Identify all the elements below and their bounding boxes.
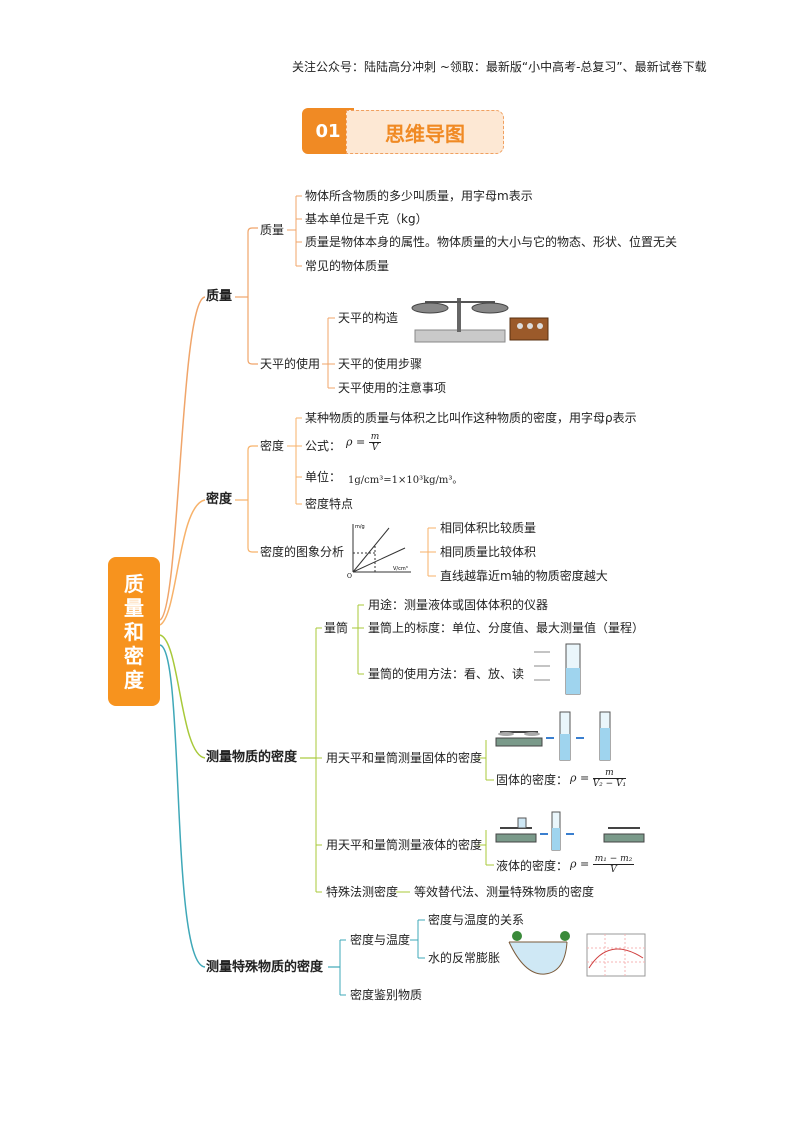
branch-density: 密度 bbox=[206, 492, 233, 507]
balance-illustration bbox=[411, 298, 549, 343]
temperature-item-2: 水的反常膨胀 bbox=[428, 951, 501, 965]
density-graph: m/g V/cm³ O bbox=[347, 524, 411, 580]
graph-xlabel: V/cm³ bbox=[393, 566, 408, 572]
node-solid: 用天平和量筒测量固体的密度 bbox=[326, 751, 483, 765]
balance-item-2: 天平的使用步骤 bbox=[338, 357, 423, 371]
liquid-formula-num: m₁ − m₂ bbox=[592, 854, 635, 865]
balance-item-3: 天平使用的注意事项 bbox=[338, 381, 447, 395]
balance-item-1: 天平的构造 bbox=[338, 311, 399, 325]
graph-origin: O bbox=[347, 573, 352, 580]
liquid-formula-lhs: ρ = bbox=[570, 857, 590, 871]
node-balance: 天平的使用 bbox=[260, 357, 321, 371]
solid-illustration bbox=[495, 711, 611, 761]
graph-item-1: 相同体积比较质量 bbox=[440, 521, 537, 535]
cylinder-item-2: 量筒上的标度：单位、分度值、最大测量值（量程） bbox=[368, 621, 645, 635]
density-formula-den: V bbox=[371, 443, 379, 453]
cylinder-item-1: 用途：测量液体或固体体积的仪器 bbox=[368, 598, 549, 612]
section-title: 思维导图 bbox=[346, 110, 504, 154]
density-item-2: 公式： bbox=[305, 439, 342, 453]
node-density-temperature: 密度与温度 bbox=[350, 933, 411, 947]
density-item-1: 某种物质的质量与体积之比叫作这种物质的密度，用字母ρ表示 bbox=[305, 411, 637, 425]
density-formula-lhs: ρ = bbox=[346, 435, 366, 449]
density-item-4: 密度特点 bbox=[305, 497, 354, 511]
node-liquid: 用天平和量筒测量液体的密度 bbox=[326, 838, 483, 852]
graph-item-3: 直线越靠近m轴的物质密度越大 bbox=[440, 569, 608, 583]
liquid-formula-den: V bbox=[610, 865, 617, 875]
graph-ylabel: m/g bbox=[355, 524, 365, 530]
graph-item-2: 相同质量比较体积 bbox=[440, 545, 537, 559]
mass-item-4: 常见的物体质量 bbox=[305, 259, 390, 273]
solid-formula-num: m bbox=[592, 768, 627, 779]
root-label: 质 量 和 密 度 bbox=[124, 571, 144, 692]
node-special-method: 特殊法测密度 bbox=[326, 885, 399, 899]
density-item-3: 单位： bbox=[305, 470, 342, 484]
solid-formula-label: 固体的密度： bbox=[496, 773, 569, 787]
section-number: 01 bbox=[302, 108, 354, 154]
cylinder-illustration bbox=[534, 643, 581, 695]
density-formula-num: m bbox=[368, 432, 382, 443]
node-mass: 质量 bbox=[260, 223, 285, 237]
header-text: 关注公众号：陆陆高分冲刺 ~领取：最新版“小中高考-总复习”、最新试卷下载 bbox=[292, 60, 707, 74]
liquid-illustration bbox=[495, 811, 645, 851]
branch-measure: 测量物质的密度 bbox=[206, 750, 298, 765]
temperature-item-1: 密度与温度的关系 bbox=[428, 913, 525, 927]
mass-item-1: 物体所含物质的多少叫质量，用字母m表示 bbox=[305, 189, 533, 203]
root-node: 质 量 和 密 度 bbox=[108, 557, 160, 706]
node-cylinder: 量筒 bbox=[324, 621, 349, 635]
density-unit: 1g/cm³=1×10³kg/m³。 bbox=[348, 475, 463, 486]
node-density: 密度 bbox=[260, 439, 285, 453]
solid-formula-den: V₂ − V₁ bbox=[592, 779, 627, 789]
node-identify-substance: 密度鉴别物质 bbox=[350, 988, 423, 1002]
special-method-item: 等效替代法、测量特殊物质的密度 bbox=[414, 885, 595, 899]
mass-item-2: 基本单位是千克（kg） bbox=[305, 212, 428, 226]
liquid-formula-label: 液体的密度： bbox=[496, 859, 569, 873]
water-anomaly-illustration bbox=[508, 931, 646, 977]
cylinder-item-3: 量筒的使用方法：看、放、读 bbox=[368, 667, 525, 681]
mass-item-3: 质量是物体本身的属性。物体质量的大小与它的物态、形状、位置无关 bbox=[305, 235, 678, 249]
branch-mass: 质量 bbox=[206, 289, 233, 304]
branch-special-density: 测量特殊物质的密度 bbox=[206, 960, 324, 975]
solid-formula-lhs: ρ = bbox=[570, 771, 590, 785]
node-density-graph: 密度的图象分析 bbox=[260, 545, 345, 559]
